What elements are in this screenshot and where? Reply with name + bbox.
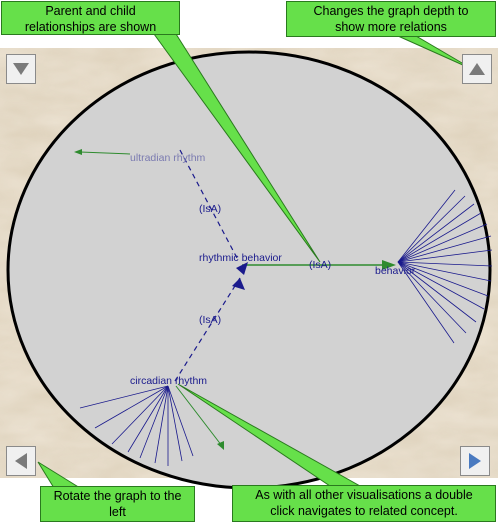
callout-double-click-line1: As with all other visualisations a doubl…	[255, 488, 473, 502]
arrowhead-rhythmic-center	[236, 262, 248, 275]
callout-graph-depth-line1: Changes the graph depth to	[313, 4, 469, 18]
rotate-right-button[interactable]	[460, 446, 490, 476]
edge-ultradian-rhythmic	[179, 149, 238, 259]
arrowhead-circadian-green	[217, 441, 224, 450]
depth-down-button[interactable]	[6, 54, 36, 84]
callout-rotate-left: Rotate the graph to the left	[40, 486, 195, 522]
rotate-left-button[interactable]	[6, 446, 36, 476]
node-ultradian-rhythm[interactable]: ultradian rhythm	[130, 152, 206, 164]
behavior-children-fan	[397, 189, 493, 344]
edge-ultradian-parent	[79, 151, 131, 155]
callout-graph-depth: Changes the graph depth to show more rel…	[286, 1, 496, 37]
edge-label-isa-lower: (IsA)	[199, 314, 221, 326]
edge-label-isa-right: (IsA)	[309, 259, 331, 271]
callout-parent-child-line1: Parent and child	[45, 4, 136, 18]
node-rhythmic-behavior[interactable]: rhythmic behavior	[199, 252, 282, 264]
callout-parent-child: Parent and child relationships are shown	[1, 1, 180, 35]
arrowhead-behavior	[382, 260, 396, 270]
node-behavior[interactable]: behavior	[375, 265, 416, 277]
circadian-children-fan	[79, 385, 194, 466]
graph-canvas-ellipse[interactable]	[6, 50, 492, 490]
callout-rotate-left-line2: left	[109, 505, 126, 519]
triangle-down-icon	[13, 63, 29, 75]
arrowhead-ultradian	[74, 149, 82, 155]
triangle-right-icon	[469, 453, 481, 469]
triangle-left-icon	[15, 453, 27, 469]
depth-up-button[interactable]	[462, 54, 492, 84]
edge-circadian-rhythmic	[174, 277, 241, 382]
triangle-up-icon	[469, 63, 485, 75]
edge-circadian-green	[175, 385, 223, 447]
callout-rotate-left-line1: Rotate the graph to the	[53, 489, 182, 503]
callout-parent-child-line2: relationships are shown	[24, 20, 157, 34]
arrowhead-rhythmic-lower	[232, 278, 245, 290]
callout-double-click-line2: click navigates to related concept.	[270, 504, 458, 518]
edge-label-isa-upper: (IsA)	[199, 203, 221, 215]
callout-pointer-rotate-left	[37, 461, 82, 489]
callout-graph-depth-line2: show more relations	[335, 20, 447, 34]
node-circadian-rhythm[interactable]: circadian rhythm	[130, 375, 207, 387]
callout-double-click: As with all other visualisations a doubl…	[232, 485, 496, 522]
